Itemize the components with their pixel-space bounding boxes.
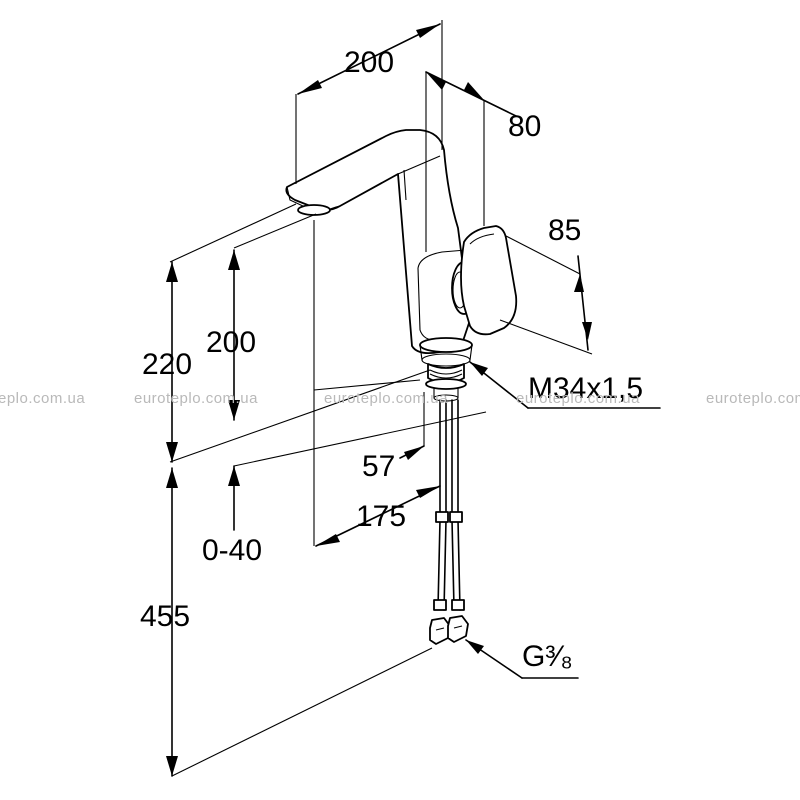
faucet-body — [285, 129, 518, 402]
dim-deck-range: 0-40 — [202, 534, 262, 567]
watermark: euroteplo.com.ua — [706, 390, 800, 407]
dim-lever-height: 85 — [548, 214, 581, 247]
dim-spout-reach: 200 — [344, 46, 394, 79]
dim-body-depth: 80 — [508, 110, 541, 143]
hose-nut-left — [429, 617, 451, 645]
watermark-row: eplo.com.ua euroteplo.com.ua euroteplo.c… — [0, 390, 800, 407]
watermark: euroteplo.com.ua — [324, 390, 448, 407]
dim-base-offset: 57 — [362, 450, 395, 483]
hose-nut-right — [447, 615, 469, 643]
dim-total-height: 220 — [142, 348, 192, 381]
watermark: euroteplo.com.ua — [134, 390, 258, 407]
dim-thread: M34x1,5 — [528, 372, 643, 405]
dimension-lines — [166, 20, 661, 777]
lever-handle — [460, 225, 518, 336]
aerator — [297, 204, 331, 216]
watermark-fragment: eplo.com.ua — [0, 390, 85, 407]
dimension-labels: 200 80 85 200 220 M34x1,5 57 175 0-40 45… — [140, 46, 643, 673]
watermark: euroteplo.com.ua — [516, 390, 640, 407]
dim-outlet-height: 200 — [206, 326, 256, 359]
base-flange — [419, 337, 473, 353]
dim-connection: G³⁄₈ — [522, 640, 573, 673]
dim-hose-offset: 175 — [356, 500, 406, 533]
flex-hoses — [429, 399, 469, 645]
dim-hose-length: 455 — [140, 600, 190, 633]
